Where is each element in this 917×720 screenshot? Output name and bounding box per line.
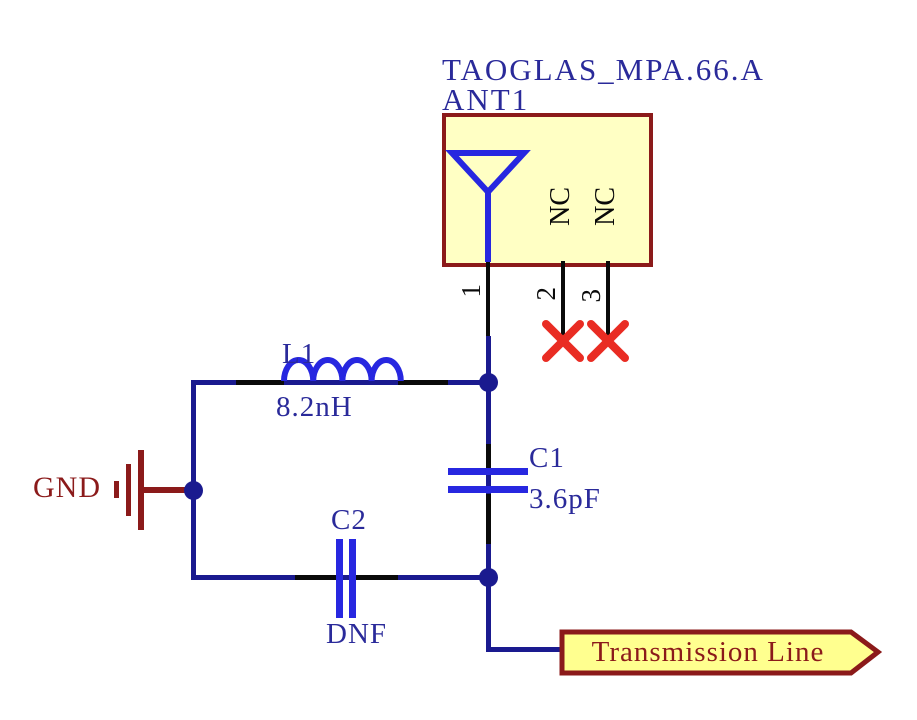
c2-plate-left xyxy=(336,539,343,618)
c2-plate-right xyxy=(349,539,356,618)
c1-lead-top xyxy=(486,444,491,469)
junction-dot-top xyxy=(479,373,498,392)
c1-plate-top xyxy=(448,468,528,475)
gnd-stub xyxy=(144,487,194,493)
pin1-number-label: 1 xyxy=(456,284,486,298)
c1-plate-bottom xyxy=(448,486,528,493)
c1-refdes-label: C1 xyxy=(529,442,565,474)
wire-to-flag-vertical xyxy=(486,578,491,652)
gnd-bar-small xyxy=(114,481,119,498)
pin2-name-label: NC xyxy=(545,187,576,226)
wire-top-net xyxy=(191,380,491,385)
pin3-lead xyxy=(606,261,610,342)
c2-refdes-label: C2 xyxy=(331,504,367,536)
component-refdes-label: ANT1 xyxy=(442,82,530,117)
l1-lead-right xyxy=(398,380,448,385)
pin3-number-label: 3 xyxy=(576,289,606,303)
pin1-lead xyxy=(486,261,490,338)
c2-lead-right xyxy=(356,575,398,580)
junction-dot-bottom xyxy=(479,568,498,587)
c1-lead-bottom xyxy=(486,494,491,544)
gnd-net-label: GND xyxy=(33,471,101,504)
c2-lead-left xyxy=(295,575,337,580)
gnd-bar-medium xyxy=(126,464,131,516)
junction-dot-gnd xyxy=(184,481,203,500)
c1-value-label: 3.6pF xyxy=(529,483,601,515)
wire-ant-to-junction xyxy=(486,336,491,382)
pin2-lead xyxy=(561,261,565,342)
wire-to-flag-horizontal xyxy=(486,647,566,652)
pin2-number-label: 2 xyxy=(531,287,561,301)
wire-left-net xyxy=(191,380,196,580)
l1-refdes-label: L1 xyxy=(282,338,317,370)
gnd-bar-large xyxy=(138,450,144,530)
part-number-label: TAOGLAS_MPA.66.A xyxy=(442,52,765,87)
transmission-line-flag-label: Transmission Line xyxy=(591,636,825,668)
l1-lead-left xyxy=(236,380,284,385)
l1-value-label: 8.2nH xyxy=(276,391,353,423)
wire-c1-branch xyxy=(486,380,491,580)
c2-value-label: DNF xyxy=(326,618,388,650)
pin3-name-label: NC xyxy=(590,187,621,226)
